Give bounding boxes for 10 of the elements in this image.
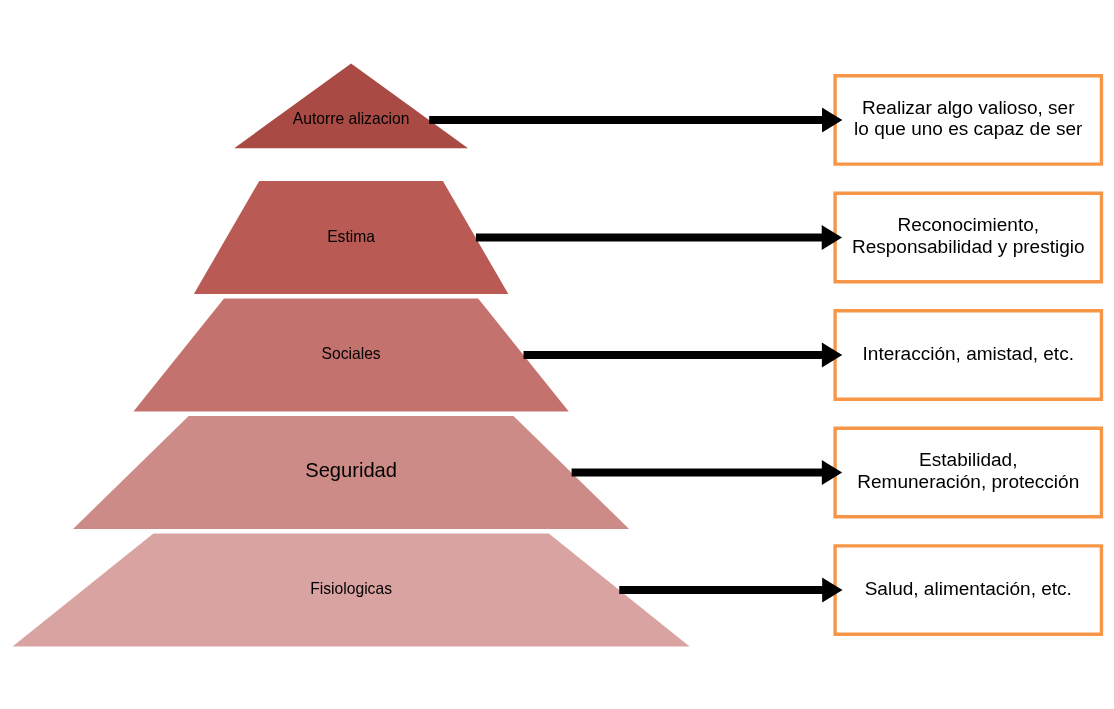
node-box: Interacción, amistad, etc. (833, 308, 1104, 401)
node-box: Estabilidad, Remuneración, protección (833, 426, 1104, 518)
arrow (523, 342, 843, 367)
node-box: Reconocimiento, Responsabilidad y prestigio (833, 191, 1104, 283)
arrow (571, 459, 843, 485)
arrow (619, 577, 843, 602)
node-box: Salud, alimentación, etc. (833, 543, 1104, 636)
node-box: Realizar algo valioso, ser lo que uno es capaz de ser (833, 73, 1104, 166)
arrow (429, 107, 843, 132)
arrow (475, 224, 843, 250)
